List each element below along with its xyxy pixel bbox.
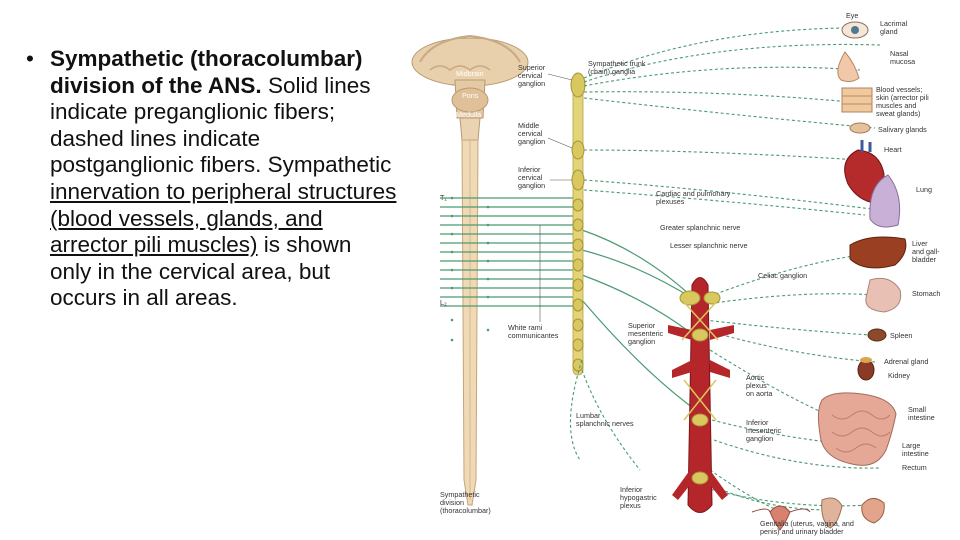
label-sympathetic-trunk: Sympathetic trunk(chain) ganglia xyxy=(588,59,646,76)
lung-icon xyxy=(869,174,901,228)
nose-icon xyxy=(837,51,860,83)
description-text-1: Solid lines indicate preganglionic fiber… xyxy=(50,72,392,178)
eye-icon xyxy=(841,21,869,39)
label-l2: L₂ xyxy=(440,298,447,307)
description-underlined-text: innervation to peripheral structures (bl… xyxy=(50,178,397,258)
description-bold-title: Sympathetic (thoracolumbar) division of … xyxy=(50,46,363,98)
genitalia-penis-icon xyxy=(821,497,843,529)
label-adrenal-gland: Adrenal gland xyxy=(884,357,928,366)
spleen-icon xyxy=(867,328,887,342)
label-kidney: Kidney xyxy=(888,371,910,380)
label-greater-splanchnic: Greater splanchnic nerve xyxy=(660,223,740,232)
label-spleen: Spleen xyxy=(890,331,912,340)
liver-icon xyxy=(849,236,907,269)
aorta-with-plexuses xyxy=(668,277,734,513)
urinary-bladder-icon xyxy=(861,498,885,524)
spinal-nerve-dots xyxy=(450,196,490,342)
preganglionic-fibers xyxy=(440,197,711,421)
bullet-marker: • xyxy=(26,46,34,71)
description-text-block: • Sympathetic (thoracolumbar) division o… xyxy=(26,46,398,312)
organ-illustrations xyxy=(751,21,907,531)
brain-and-spinal-cord xyxy=(411,34,529,506)
label-lung: Lung xyxy=(916,185,932,194)
label-eye: Eye xyxy=(846,11,858,20)
description-text-2: is shown only in the cervical area, but … xyxy=(50,232,352,311)
salivary-gland-icon xyxy=(849,122,871,134)
genitalia-uterus-icon xyxy=(769,505,791,531)
label-celiac-ganglion: Celiac ganglion xyxy=(758,271,807,280)
skin-block-icon xyxy=(841,87,873,113)
label-medulla: Medulla xyxy=(456,110,481,119)
label-rectum: Rectum xyxy=(902,463,927,472)
stomach-icon xyxy=(865,277,902,313)
description-paragraph: Sympathetic (thoracolumbar) division of … xyxy=(50,46,398,312)
label-salivary-glands: Salivary glands xyxy=(878,125,927,134)
label-pons: Pons xyxy=(462,91,479,100)
label-midbrain: Midbrain xyxy=(456,69,484,78)
label-stomach: Stomach xyxy=(912,289,940,298)
sympathetic-chain xyxy=(570,72,586,376)
label-lesser-splanchnic: Lesser splanchnic nerve xyxy=(670,241,748,250)
label-heart: Heart xyxy=(884,145,902,154)
